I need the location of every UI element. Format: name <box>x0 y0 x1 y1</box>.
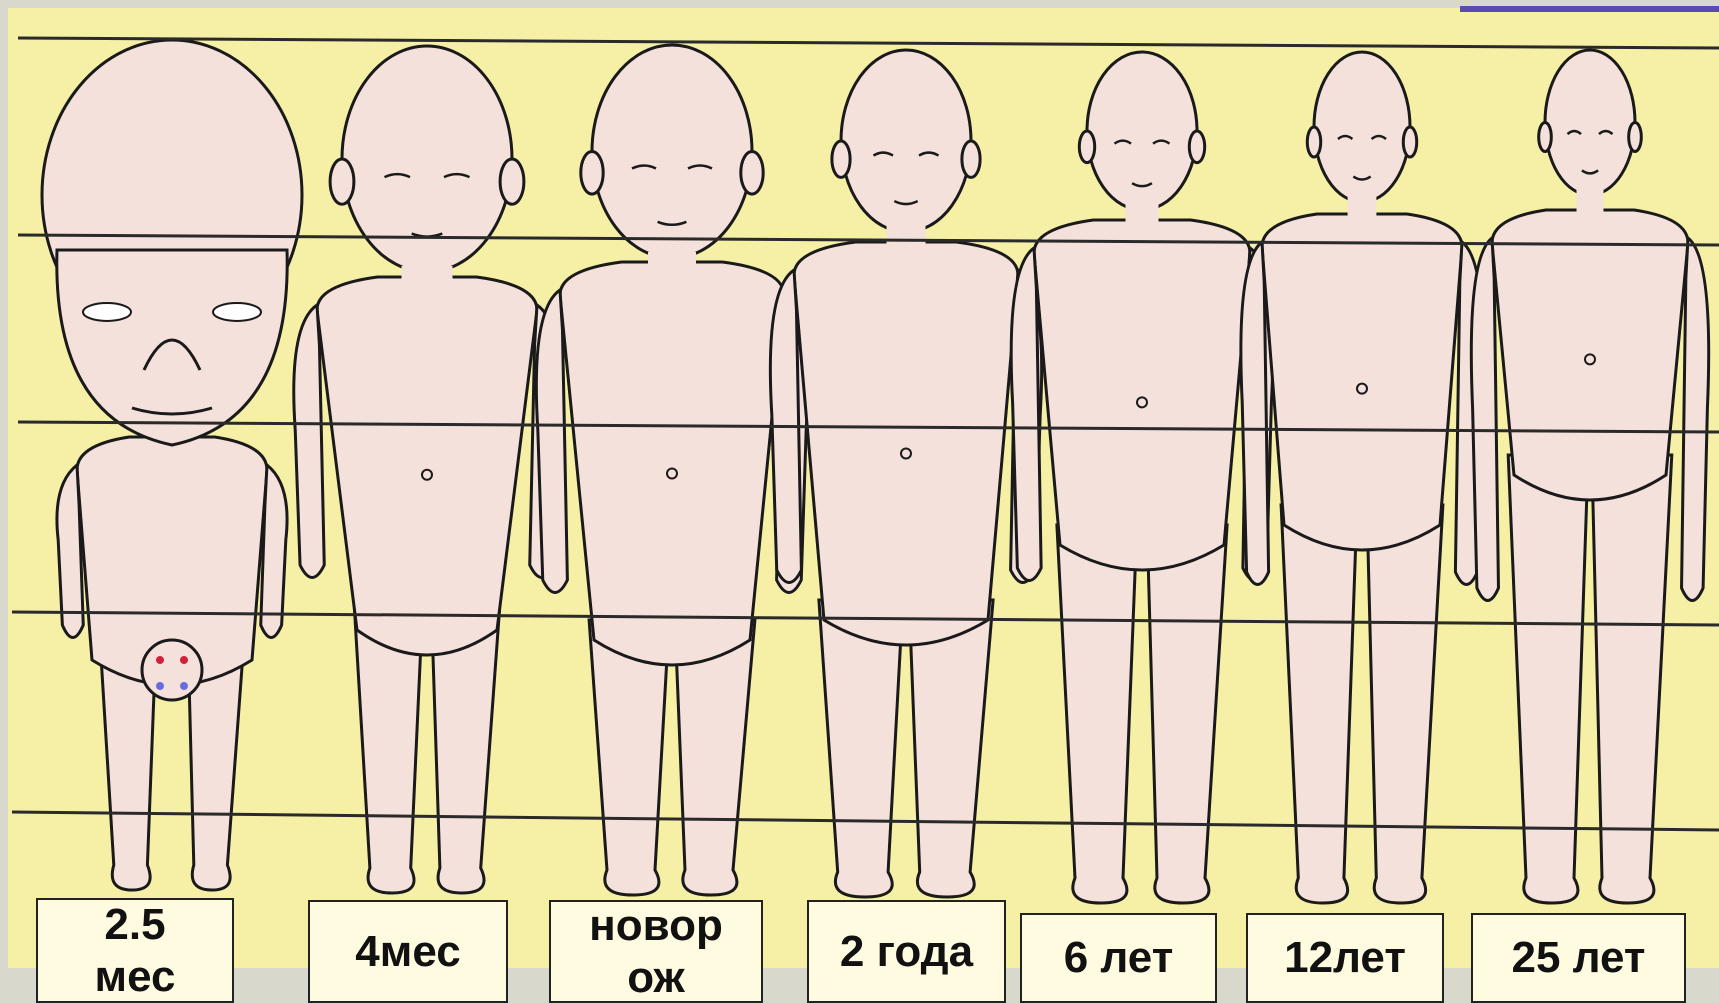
stage-label-text: 6 лет <box>1064 932 1174 984</box>
eye <box>213 303 261 321</box>
neck <box>648 252 696 270</box>
left-arm <box>1241 242 1269 585</box>
stage-label-4-months: 4мес <box>308 900 508 1003</box>
head <box>592 45 752 258</box>
ear <box>1539 123 1552 152</box>
ear <box>500 159 524 204</box>
accent-strip <box>1460 6 1719 12</box>
neck <box>887 226 926 250</box>
left-arm <box>1011 248 1041 581</box>
eye <box>83 303 131 321</box>
neck <box>402 266 453 285</box>
neck <box>1348 196 1377 222</box>
stage-label-text: новор <box>589 901 723 950</box>
stage-label-25-years: 25 лет <box>1471 913 1686 1003</box>
stage-label-text: ож <box>627 953 685 1002</box>
ear <box>1189 131 1204 163</box>
ear <box>1629 123 1642 152</box>
torso <box>1034 220 1250 570</box>
umbilical-cord <box>142 640 202 700</box>
ear <box>962 141 980 177</box>
stage-label-2-years: 2 года <box>807 900 1006 1003</box>
ear <box>330 159 354 204</box>
stage-label-text: 2.5 <box>104 900 165 949</box>
ear <box>581 152 603 195</box>
ear <box>832 141 850 177</box>
stage-label-text: 25 лет <box>1512 932 1646 984</box>
ear <box>741 152 763 195</box>
left-arm <box>294 305 324 578</box>
vessel-dot <box>156 656 164 664</box>
vessel-dot <box>180 682 188 690</box>
right-arm <box>261 465 287 638</box>
left-arm <box>536 290 567 593</box>
torso <box>1262 214 1462 550</box>
stage-label-6-years: 6 лет <box>1020 913 1217 1003</box>
neck <box>1577 189 1604 218</box>
ear <box>1079 131 1094 163</box>
stage-label-text: 12лет <box>1284 932 1406 984</box>
ear <box>1307 127 1320 157</box>
stage-label-12-years: 12лет <box>1246 913 1444 1003</box>
stage-label-text: 4мес <box>355 926 460 978</box>
vessel-dot <box>156 682 164 690</box>
torso <box>794 242 1018 645</box>
left-arm <box>1471 238 1498 601</box>
stage-label-text: 2 года <box>840 926 973 978</box>
stage-label-text: мес <box>95 952 176 1001</box>
torso <box>560 262 784 665</box>
vessel-dot <box>180 656 188 664</box>
neck <box>1126 204 1159 228</box>
ear <box>1403 127 1416 157</box>
right-arm <box>1682 238 1709 601</box>
